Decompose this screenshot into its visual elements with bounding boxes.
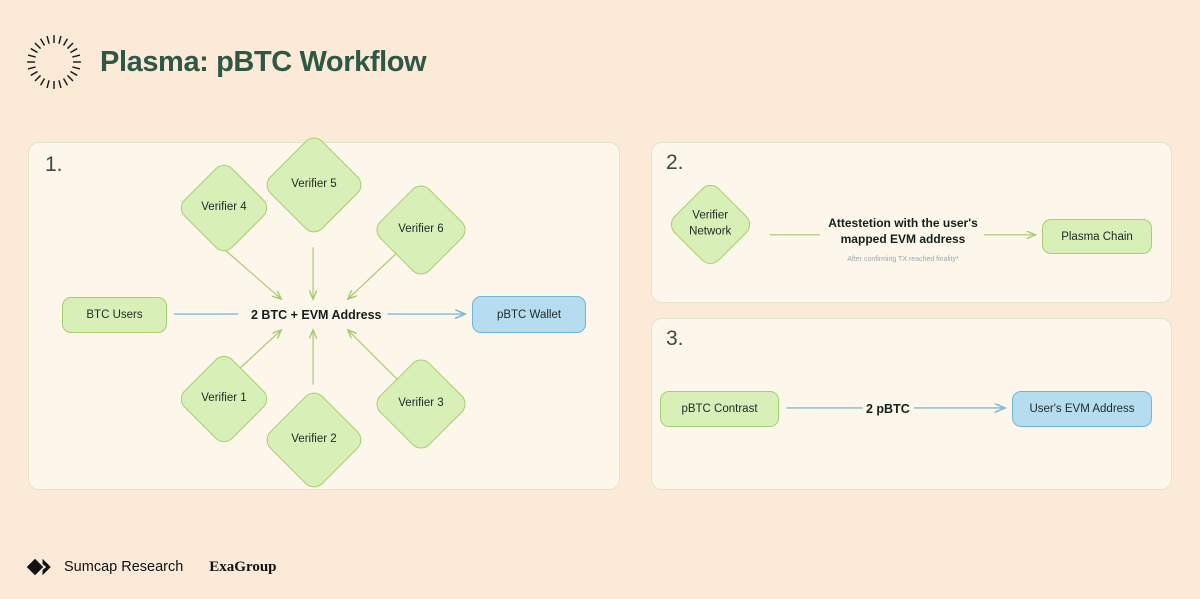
pbtc-wallet-label: pBTC Wallet: [496, 308, 562, 321]
verifier-node-5[interactable]: Verifier 5: [261, 132, 367, 238]
pbtc-contrast-node[interactable]: pBTC Contrast: [660, 391, 779, 427]
pbtc-amount-label: 2 pBTC: [866, 402, 910, 416]
sumcap-research-label: Sumcap Research: [64, 559, 184, 575]
user-evm-address-node[interactable]: User's EVM Address: [1012, 391, 1152, 427]
panel-step-2: 2. Verifier Network Attestetion with the…: [651, 142, 1172, 303]
panel-3-number: 3.: [666, 327, 684, 350]
verifier-node-4[interactable]: Verifier 4: [175, 159, 273, 257]
plasma-chain-node[interactable]: Plasma Chain: [1042, 219, 1152, 254]
sunburst-circle-icon: [27, 35, 81, 89]
btc-users-node[interactable]: BTC Users: [62, 297, 167, 333]
verifier-node-3[interactable]: Verifier 3: [371, 354, 471, 454]
page-header: Plasma: pBTC Workflow: [26, 34, 427, 90]
verifier-4-label: Verifier 4: [201, 201, 247, 214]
verifier-network-label: Verifier Network: [689, 209, 732, 238]
verifier-5-label: Verifier 5: [291, 178, 337, 191]
verifier-2-label: Verifier 2: [291, 433, 337, 446]
sumcap-brand: Sumcap Research: [26, 557, 183, 577]
verifier-network-node[interactable]: Verifier Network: [665, 179, 756, 270]
user-evm-address-label: User's EVM Address: [1029, 403, 1135, 415]
panel-step-1: 1. Verifier 4 Verifier 5 Verifier 6 V: [28, 132, 620, 493]
verifier-6-label: Verifier 6: [398, 223, 444, 236]
panel-step-3: 3. pBTC Contrast 2 pBTC User's EVM Addre…: [651, 318, 1172, 490]
attestation-label: Attestetion with the user's mapped EVM a…: [828, 216, 978, 247]
verifier-node-2[interactable]: Verifier 2: [261, 387, 367, 493]
pbtc-contrast-label: pBTC Contrast: [681, 403, 758, 415]
verifier-node-6[interactable]: Verifier 6: [371, 180, 471, 280]
exagroup-label: ExaGroup: [209, 558, 277, 575]
plasma-chain-label: Plasma Chain: [1061, 230, 1133, 243]
panel-1-number: 1.: [45, 153, 63, 176]
verifier-3-label: Verifier 3: [398, 397, 444, 410]
page-title: Plasma: pBTC Workflow: [100, 45, 427, 78]
btc-users-label: BTC Users: [86, 309, 143, 321]
verifier-1-label: Verifier 1: [201, 392, 247, 405]
verifier-node-1[interactable]: Verifier 1: [175, 350, 273, 448]
diamond-arrow-icon: [26, 558, 51, 576]
page-footer: Sumcap Research ExaGroup: [26, 557, 277, 577]
btc-evm-address-label: 2 BTC + EVM Address: [251, 308, 382, 322]
attestation-sublabel: After confirming TX reached finality*: [847, 256, 959, 263]
pbtc-wallet-node[interactable]: pBTC Wallet: [472, 296, 586, 333]
panel-2-number: 2.: [666, 151, 684, 174]
